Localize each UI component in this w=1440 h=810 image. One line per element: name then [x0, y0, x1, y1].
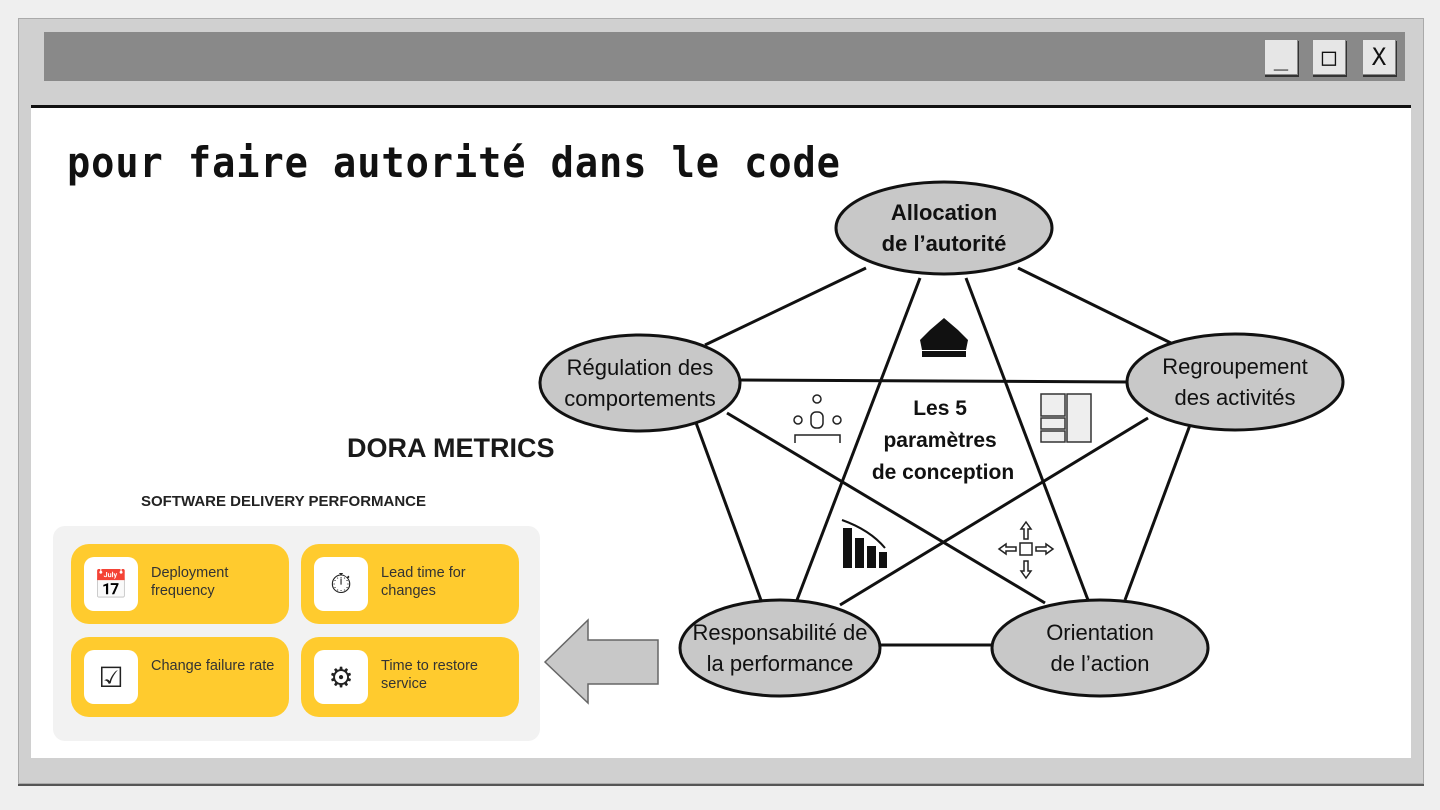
- node-ellipse: [990, 598, 1210, 698]
- node-label: Responsabilité de la performance: [693, 620, 868, 676]
- center-line: Les 5: [913, 397, 967, 420]
- page-title: pour faire autorité dans le code: [67, 138, 841, 187]
- node-label: Régulation des comportements: [564, 355, 716, 411]
- node-label-line: Régulation des: [567, 355, 714, 380]
- stopwatch-icon: ⏱: [314, 557, 368, 611]
- metric-card-change-failure-rate: ☑ Change failure rate: [71, 637, 289, 717]
- left-arrow-icon: [543, 618, 659, 705]
- calendar-icon: 📅: [84, 557, 138, 611]
- node-label-line: la performance: [707, 651, 854, 676]
- maximize-button[interactable]: □: [1312, 39, 1346, 75]
- node-0: Allocation de l’autorité: [834, 180, 1054, 276]
- metric-label: Change failure rate: [151, 658, 275, 674]
- center-line: paramètres: [883, 429, 996, 452]
- node-label-line: Orientation: [1046, 620, 1154, 645]
- person-gears-icon: [793, 394, 842, 443]
- center-label: Les 5 paramètres de conception: [872, 397, 1014, 484]
- arrows-cross-icon: [997, 520, 1055, 580]
- node-label: Allocation de l’autorité: [882, 200, 1007, 256]
- checklist-icon: ☑: [84, 650, 138, 704]
- node-4: Régulation des comportements: [538, 333, 742, 433]
- minimize-button[interactable]: _: [1264, 39, 1298, 75]
- node-label-line: Regroupement: [1162, 354, 1308, 379]
- node-label-line: de l’autorité: [882, 231, 1007, 256]
- node-1: Regroupement des activités: [1125, 332, 1345, 432]
- node-2: Orientation de l’action: [990, 598, 1210, 698]
- node-label: Regroupement des activités: [1162, 354, 1308, 410]
- node-label: Orientation de l’action: [1046, 620, 1154, 676]
- node-ellipse: [834, 180, 1054, 276]
- metric-card-deployment-frequency: 📅 Deployment frequency: [71, 544, 289, 624]
- metric-label: Lead time for changes: [381, 565, 466, 599]
- crown-icon: [920, 318, 968, 357]
- declining-chart-icon: [841, 519, 887, 568]
- divider: [31, 105, 1411, 108]
- dora-title: DORA METRICS: [347, 433, 555, 463]
- node-3: Responsabilité de la performance: [678, 598, 882, 698]
- node-label-line: Allocation: [891, 200, 997, 225]
- metric-label: Time to restore service: [381, 658, 478, 692]
- dora-subtitle: SOFTWARE DELIVERY PERFORMANCE: [141, 493, 427, 510]
- node-label-line: Responsabilité de: [693, 620, 868, 645]
- close-button[interactable]: X: [1362, 39, 1396, 75]
- grid-blocks-icon: [1040, 393, 1092, 443]
- window: _ □ X pour faire autorité dans le code D…: [18, 18, 1424, 784]
- title-bar: _ □ X: [44, 32, 1405, 81]
- node-label-line: comportements: [564, 386, 716, 411]
- node-label-line: des activités: [1174, 385, 1295, 410]
- node-ellipse: [678, 598, 882, 698]
- node-ellipse: [1125, 332, 1345, 432]
- gear-wrench-icon: ⚙: [314, 650, 368, 704]
- metric-card-lead-time: ⏱ Lead time for changes: [301, 544, 519, 624]
- node-ellipse: [538, 333, 742, 433]
- metrics-panel: 📅 Deployment frequency ⏱ Lead time for c…: [53, 526, 540, 741]
- connector-lines: [693, 266, 1192, 647]
- metric-card-time-to-restore: ⚙ Time to restore service: [301, 637, 519, 717]
- center-line: de conception: [872, 461, 1014, 484]
- metric-label: Deployment frequency: [151, 565, 229, 599]
- node-label-line: de l’action: [1050, 651, 1149, 676]
